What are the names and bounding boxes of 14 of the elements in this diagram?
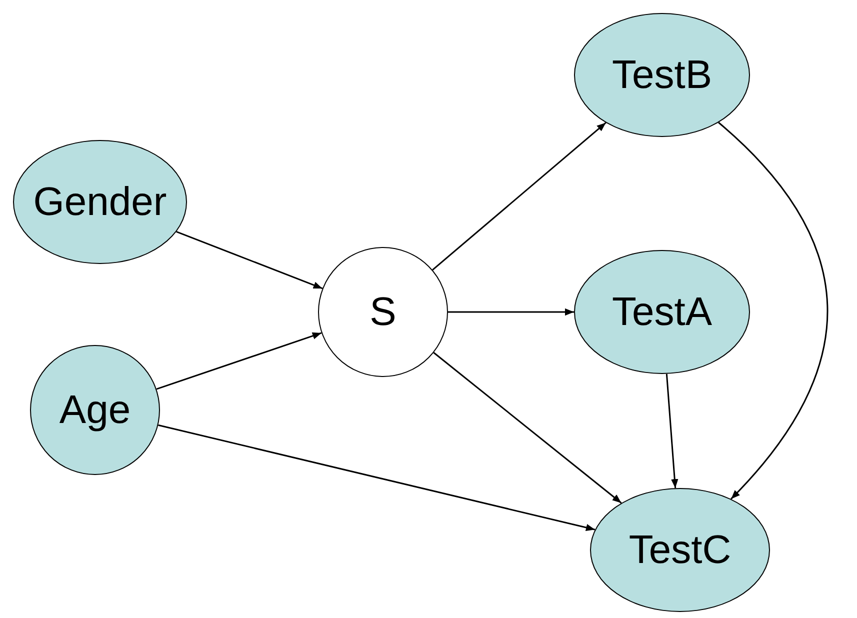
node-label: TestB [612,55,712,95]
arrow [448,308,574,316]
arrow [432,122,606,270]
arrow [158,424,596,532]
node-label: TestA [612,292,712,332]
node-label: Age [59,390,131,430]
arrow [156,332,322,390]
arrow [718,122,828,500]
node-label: S [370,292,396,332]
arrow [666,374,678,488]
arrow [176,231,323,290]
node-label: Gender [33,182,167,222]
node-label: TestC [628,530,732,570]
arrow [433,352,622,504]
